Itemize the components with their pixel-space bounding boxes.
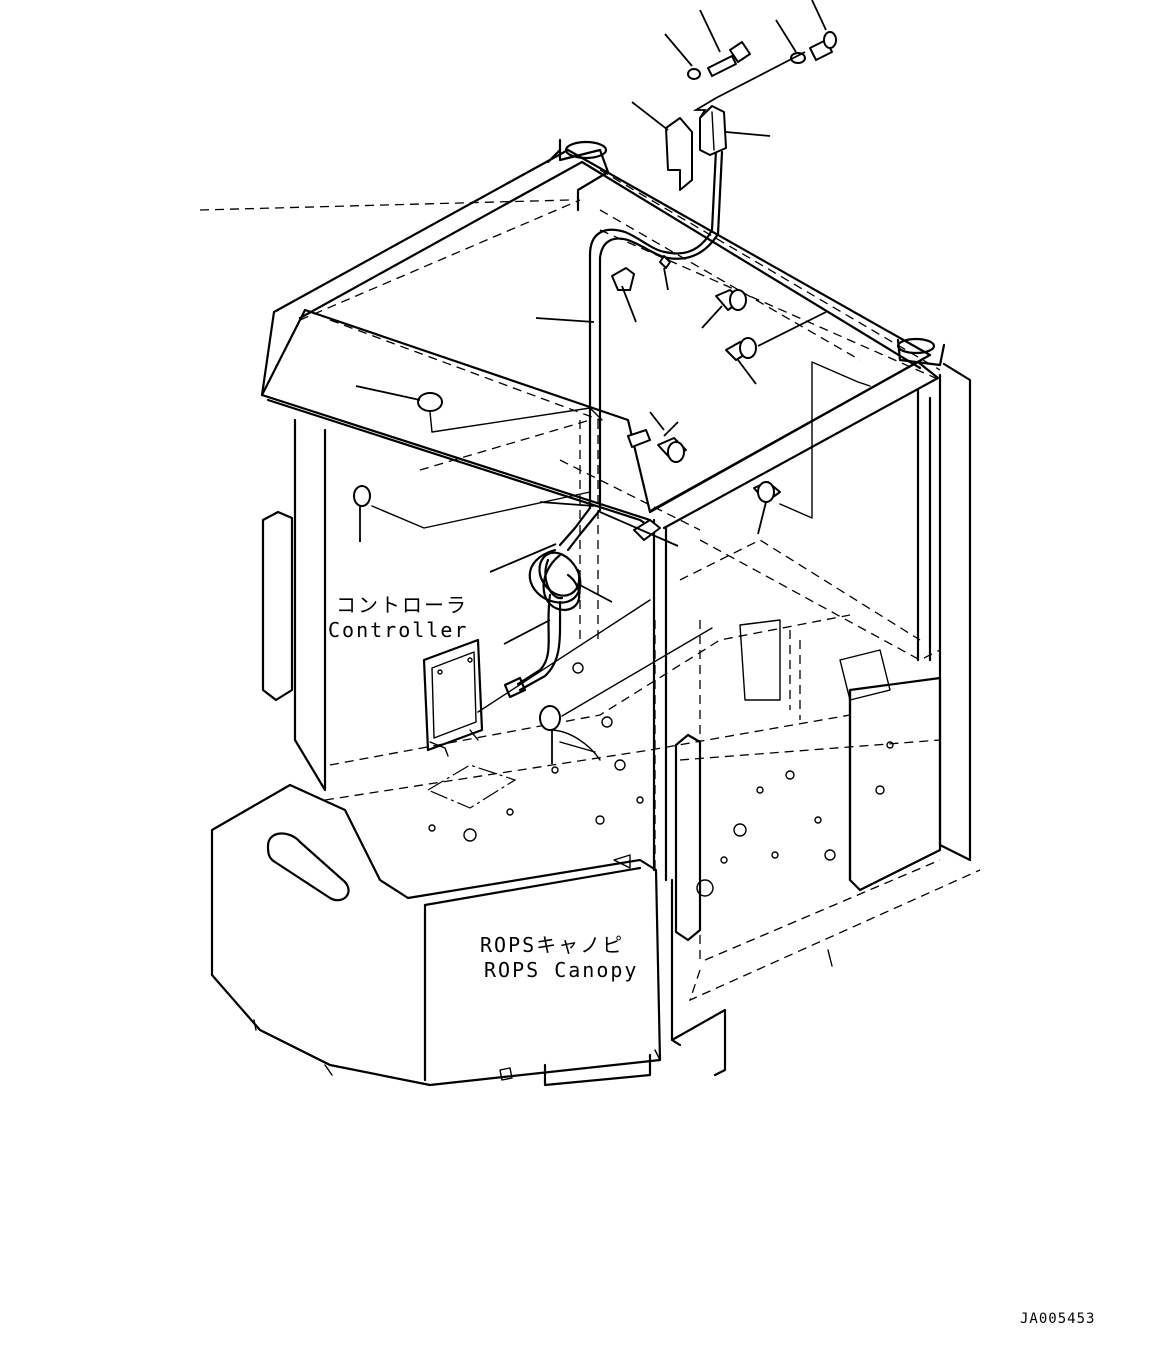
controller-unit xyxy=(422,638,527,757)
cap-floor xyxy=(539,705,561,731)
clip-floor xyxy=(633,519,661,541)
bracket-plate xyxy=(665,117,693,191)
wire-harness xyxy=(516,148,724,692)
clamp-upper xyxy=(611,267,635,291)
controller-label-jp: コントローラ xyxy=(336,593,468,617)
leader-lines xyxy=(355,0,871,764)
canopy-label-jp: ROPSキャノピ xyxy=(480,933,624,957)
hardware-parts xyxy=(353,31,837,731)
washer-top-left xyxy=(687,68,701,80)
bolt-top xyxy=(707,55,737,77)
clamp-lower xyxy=(627,429,651,448)
cap-roof xyxy=(417,392,443,412)
tie-clip xyxy=(659,255,671,269)
washer-top-right xyxy=(790,52,806,64)
controller-label-en: Controller xyxy=(328,618,468,642)
drawing-code: JA005453 xyxy=(1020,1311,1095,1327)
canopy-label-en: ROPS Canopy xyxy=(484,958,638,982)
grommet-rear xyxy=(353,485,371,507)
